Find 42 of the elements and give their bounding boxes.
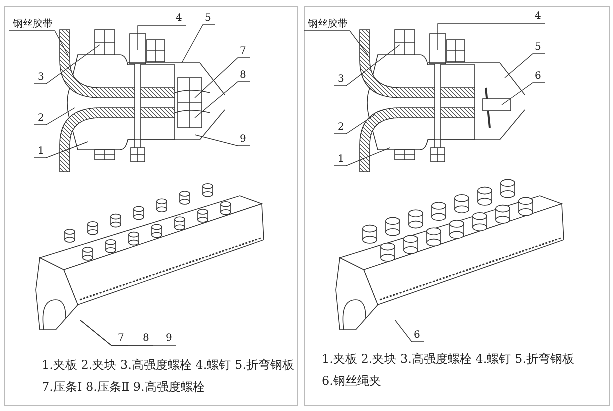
callout-number: 3 bbox=[38, 72, 44, 84]
callout-number: 4 bbox=[535, 11, 542, 23]
leader-line bbox=[138, 26, 187, 50]
leader-line bbox=[34, 142, 88, 158]
leader-line bbox=[80, 320, 177, 346]
leader-line bbox=[438, 24, 546, 50]
callout-number: 4 bbox=[176, 13, 182, 25]
callout-number: 2 bbox=[338, 122, 344, 134]
leader-line bbox=[394, 320, 425, 342]
legend-text: 6.钢丝绳夹 bbox=[322, 374, 382, 389]
leader-line bbox=[334, 114, 376, 134]
leader-line bbox=[34, 108, 76, 126]
callout-label: 钢丝胶带 bbox=[308, 19, 348, 31]
callout-label: 钢丝胶带 bbox=[13, 19, 53, 31]
callout-number: 5 bbox=[535, 42, 542, 54]
leader-line bbox=[194, 58, 251, 98]
legend-text: 1.夹板 2.夹块 3.高强度螺栓 4.螺钉 5.折弯钢板 bbox=[322, 352, 575, 367]
leader-line bbox=[8, 30, 68, 56]
callout-number: 6 bbox=[535, 71, 542, 83]
callout-number: 7 bbox=[240, 46, 246, 58]
callout-number: 9 bbox=[166, 333, 172, 345]
leader-line bbox=[34, 44, 100, 84]
callout-number: 5 bbox=[205, 13, 212, 25]
leader-line bbox=[502, 82, 546, 106]
callout-number: 1 bbox=[338, 154, 344, 166]
callout-number: 7 bbox=[118, 333, 124, 345]
callout-number: 6 bbox=[414, 330, 420, 342]
leader-line bbox=[194, 82, 251, 118]
leader-line bbox=[194, 134, 251, 146]
callout-number: 1 bbox=[38, 146, 44, 158]
callout-number: 2 bbox=[38, 113, 44, 125]
callout-number: 3 bbox=[338, 74, 344, 86]
callout-number: 8 bbox=[143, 333, 150, 345]
leader-line bbox=[504, 54, 546, 78]
callout-number: 9 bbox=[240, 134, 246, 146]
leader-line bbox=[304, 30, 368, 56]
legend-text: 1.夹板 2.夹块 3.高强度螺栓 4.螺钉 5.折弯钢板 bbox=[42, 358, 295, 373]
leader-line bbox=[334, 148, 390, 166]
callout-number: 8 bbox=[240, 70, 246, 82]
leader-line bbox=[182, 24, 216, 64]
leader-line bbox=[334, 44, 400, 86]
legend-text: 7.压条Ⅰ 8.压条Ⅱ 9.高强度螺栓 bbox=[42, 380, 205, 395]
